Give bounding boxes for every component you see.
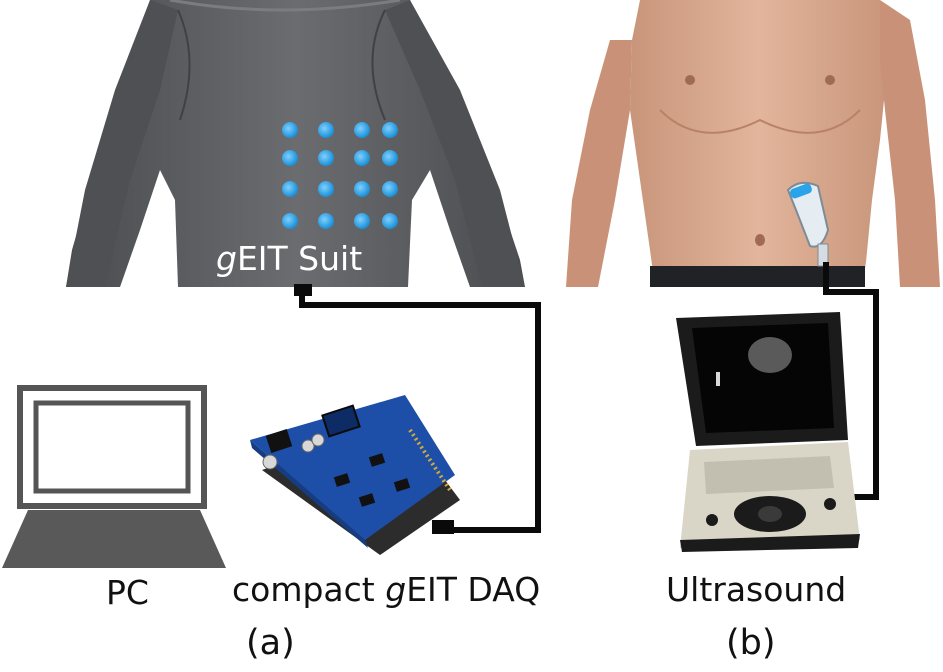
electrode (318, 213, 334, 229)
us-dial-left (706, 514, 718, 526)
electrode (318, 181, 334, 197)
us-trackball (758, 506, 782, 522)
daq-display (321, 404, 361, 438)
us-screen (692, 323, 834, 433)
geit-suit-label: gEIT Suit (216, 242, 362, 275)
navel (755, 234, 765, 246)
geit-suit-label-rest: EIT Suit (236, 239, 363, 278)
laptop-screen-frame (17, 385, 207, 509)
electrode (354, 181, 370, 197)
daq-capacitor-3 (311, 433, 325, 447)
suit-to-daq-cable (299, 290, 541, 533)
us-screen-marker (716, 372, 720, 386)
probe-to-ultrasound-cable (823, 262, 879, 500)
daq-chip-1 (368, 453, 386, 467)
nipple-right (825, 75, 835, 85)
electrode (318, 150, 334, 166)
electrode (382, 122, 398, 138)
electrode (282, 122, 298, 138)
daq-connector-block (265, 429, 293, 453)
chest-contour (659, 109, 861, 134)
daq-label-rest: EIT DAQ (406, 570, 541, 609)
patient-right-arm (880, 0, 940, 287)
patient-photo (566, 0, 943, 287)
suit-neck-seam (169, 0, 401, 12)
geit-suit-label-italic-g: g (216, 239, 237, 278)
ultrasound-label: Ultrasound (666, 570, 847, 609)
probe-tip (790, 183, 812, 199)
daq-label-prefix: compact (232, 570, 386, 609)
ultrasound-probe (786, 181, 830, 267)
patient-shorts (650, 266, 865, 287)
patient-left-arm (566, 40, 632, 287)
pc-label: PC (106, 573, 149, 612)
panel-a-caption: (a) (246, 623, 295, 663)
electrode (382, 150, 398, 166)
electrode (382, 213, 398, 229)
daq-chip-2 (333, 473, 351, 487)
cables (294, 262, 879, 534)
laptop-screen-inner (33, 400, 191, 494)
geit-suit-photo (66, 0, 525, 287)
suit-left-sleeve (66, 0, 178, 287)
daq-chip-4 (393, 478, 411, 492)
daq-connector (432, 520, 454, 534)
us-keyboard (704, 456, 834, 494)
electrode-array (282, 122, 398, 229)
us-console-base (680, 534, 860, 552)
electrode (282, 150, 298, 166)
daq-pin-header (408, 428, 452, 492)
suit-connector (294, 284, 312, 296)
electrode (282, 213, 298, 229)
electrode (382, 181, 398, 197)
daq-pcb-edge (250, 440, 368, 548)
probe-head (786, 181, 830, 248)
electrode (354, 150, 370, 166)
suit-right-sleeve (385, 0, 525, 287)
suit-seam-left (177, 9, 191, 121)
electrode (354, 213, 370, 229)
laptop-icon (2, 385, 226, 568)
daq-pcb (250, 395, 455, 540)
electrode (318, 122, 334, 138)
daq-board (250, 395, 460, 555)
us-dial-right (824, 498, 836, 510)
electrode (354, 122, 370, 138)
laptop-keyboard (2, 510, 226, 568)
us-image (748, 337, 792, 373)
daq-chip-3 (358, 493, 376, 507)
panel-b-caption: (b) (726, 623, 776, 663)
nipple-left (685, 75, 695, 85)
electrode (282, 181, 298, 197)
ultrasound-machine (676, 312, 860, 552)
compact-geit-daq-label: compact gEIT DAQ (232, 573, 540, 606)
us-console (680, 442, 860, 548)
daq-capacitor-1 (262, 454, 278, 470)
daq-label-italic-g: g (385, 570, 407, 609)
suit-torso (66, 0, 525, 287)
suit-seam-right (371, 9, 386, 121)
daq-capacitor-2 (301, 439, 315, 453)
